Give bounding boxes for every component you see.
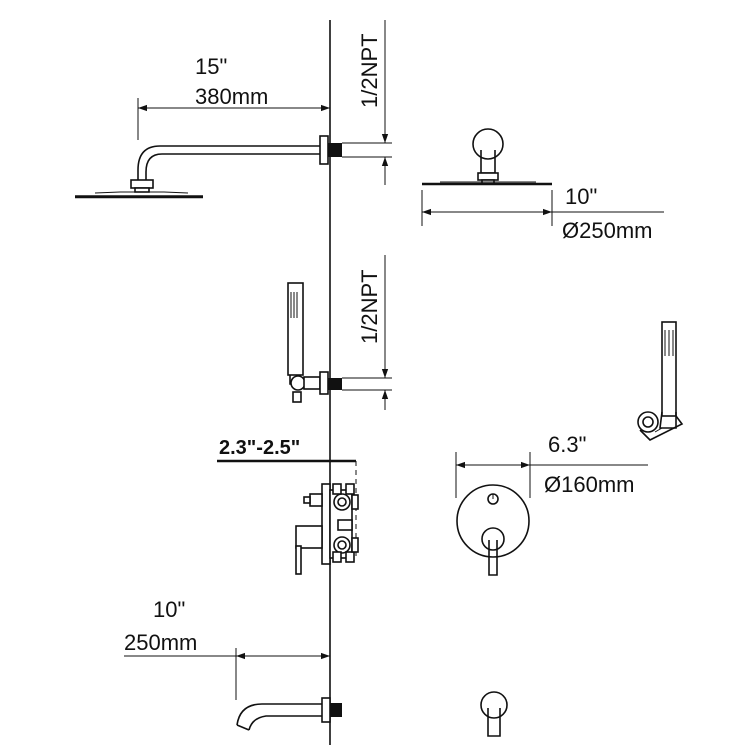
- arm-length-in-label: 15": [195, 54, 227, 79]
- plate-diameter-in-label: 6.3": [548, 432, 586, 457]
- hand-shower-side: [287, 282, 342, 403]
- plate-diameter-dimension: 6.3" Ø160mm: [455, 432, 648, 498]
- npt-top-label: 1/2NPT: [357, 33, 382, 108]
- head-diameter-mm-label: Ø250mm: [562, 218, 652, 243]
- tub-spout-front: [480, 691, 508, 737]
- plate-diameter-mm-label: Ø160mm: [544, 472, 634, 497]
- valve-front: [456, 484, 530, 576]
- wall-depth-label: 2.3"-2.5": [219, 437, 300, 459]
- shower-arm-side: [75, 135, 342, 199]
- head-diameter-in-label: 10": [565, 184, 597, 209]
- head-diameter-dimension: 10" Ø250mm: [421, 184, 664, 243]
- spout-length-mm-label: 250mm: [124, 630, 197, 655]
- arm-length-dimension: 15" 380mm: [137, 54, 330, 140]
- npt-mid-label: 1/2NPT: [357, 269, 382, 344]
- shower-head-front: [422, 128, 552, 186]
- arm-length-mm-label: 380mm: [195, 84, 268, 109]
- spout-length-dimension: 10" 250mm: [124, 597, 330, 700]
- hand-shower-front: [637, 321, 684, 441]
- valve-side: [295, 483, 359, 575]
- npt-mid-dimension: 1/2NPT: [342, 255, 392, 410]
- spout-length-in-label: 10": [153, 597, 185, 622]
- npt-top-dimension: 1/2NPT: [342, 20, 392, 185]
- tub-spout-side: [236, 697, 342, 731]
